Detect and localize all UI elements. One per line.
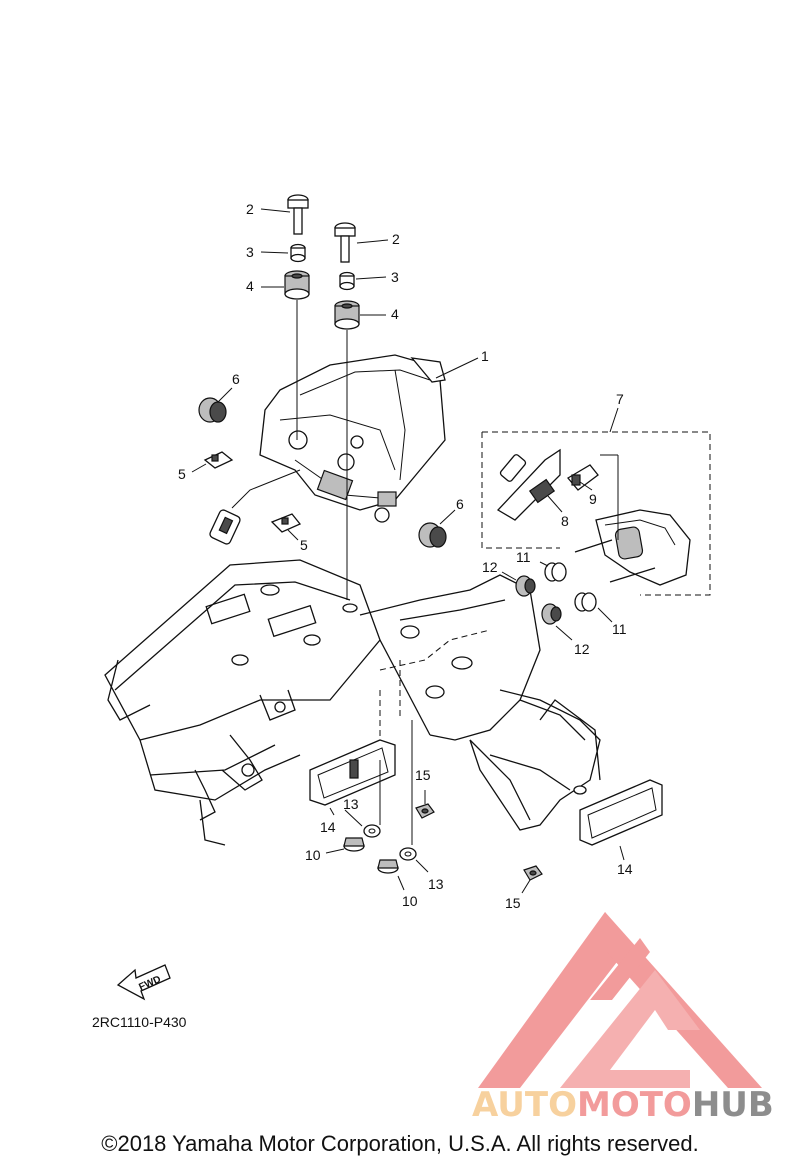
callout-6a: 6 (232, 371, 240, 387)
flange-nut-right (377, 859, 399, 874)
callout-11a: 11 (516, 549, 531, 565)
callout-5b: 5 (300, 537, 308, 553)
license-light-body (574, 509, 691, 586)
callouts: 2 2 3 3 4 4 1 6 6 5 5 7 8 9 11 11 12 (178, 201, 633, 911)
callout-7: 7 (616, 391, 624, 407)
flange-nut-left (343, 837, 365, 852)
collar-right (339, 271, 355, 291)
callout-12a: 12 (482, 559, 498, 575)
grommet-lower (541, 603, 562, 625)
callout-1: 1 (481, 348, 489, 364)
callout-9: 9 (589, 491, 597, 507)
bolt-left (287, 194, 309, 235)
tail-light-assembly (209, 354, 446, 545)
callout-8: 8 (561, 513, 569, 529)
callout-4a: 4 (246, 278, 254, 294)
reference-code: 2RC1110-P430 (92, 1014, 187, 1030)
callout-12b: 12 (574, 641, 590, 657)
automotohub-logo: AUTOMOTOHUB (472, 912, 774, 1125)
spacer-upper (544, 562, 567, 582)
reflector-right (579, 779, 663, 846)
damper-lower (418, 522, 447, 548)
collar-left (290, 243, 306, 263)
callout-10b: 10 (402, 893, 418, 909)
logo-text-hub: HUB (692, 1085, 774, 1125)
bulb-socket (496, 448, 561, 521)
callout-2b: 2 (392, 231, 400, 247)
callout-11b: 11 (612, 621, 627, 637)
grommet-right (334, 300, 360, 330)
clip-nut-lower (270, 513, 302, 533)
callout-13a: 13 (343, 796, 359, 812)
callout-10a: 10 (305, 847, 321, 863)
callout-14b: 14 (617, 861, 633, 877)
reflector-left (309, 739, 396, 806)
callout-2a: 2 (246, 201, 254, 217)
callout-5a: 5 (178, 466, 186, 482)
nut-15-lower (523, 865, 543, 881)
clip-nut-upper (203, 451, 234, 469)
license-bracket (469, 689, 601, 831)
callout-14a: 14 (320, 819, 336, 835)
rear-frame (104, 559, 541, 846)
callout-3b: 3 (391, 269, 399, 285)
washer-left (363, 824, 381, 838)
logo-text-moto: MOTO (577, 1085, 692, 1125)
fwd-arrow-icon: FWD (116, 964, 171, 1001)
bolt-right (334, 222, 356, 263)
callout-3a: 3 (246, 244, 254, 260)
callout-4b: 4 (391, 306, 399, 322)
copyright-notice: ©2018 Yamaha Motor Corporation, U.S.A. A… (101, 1131, 699, 1156)
grommet-left (284, 270, 310, 300)
svg-text:AUTOMOTOHUB: AUTOMOTOHUB (472, 1085, 774, 1125)
logo-text-auto: AUTO (472, 1085, 577, 1125)
nut-15-upper (415, 803, 435, 819)
damper-upper (198, 397, 227, 423)
callout-15b: 15 (505, 895, 521, 911)
callout-13b: 13 (428, 876, 444, 892)
callout-6b: 6 (456, 496, 464, 512)
callout-15a: 15 (415, 767, 431, 783)
bulb (567, 464, 599, 491)
spacer-lower (574, 592, 597, 612)
grommet-upper (515, 575, 536, 597)
washer-right (399, 847, 417, 861)
license-light-kit-box (481, 431, 711, 596)
